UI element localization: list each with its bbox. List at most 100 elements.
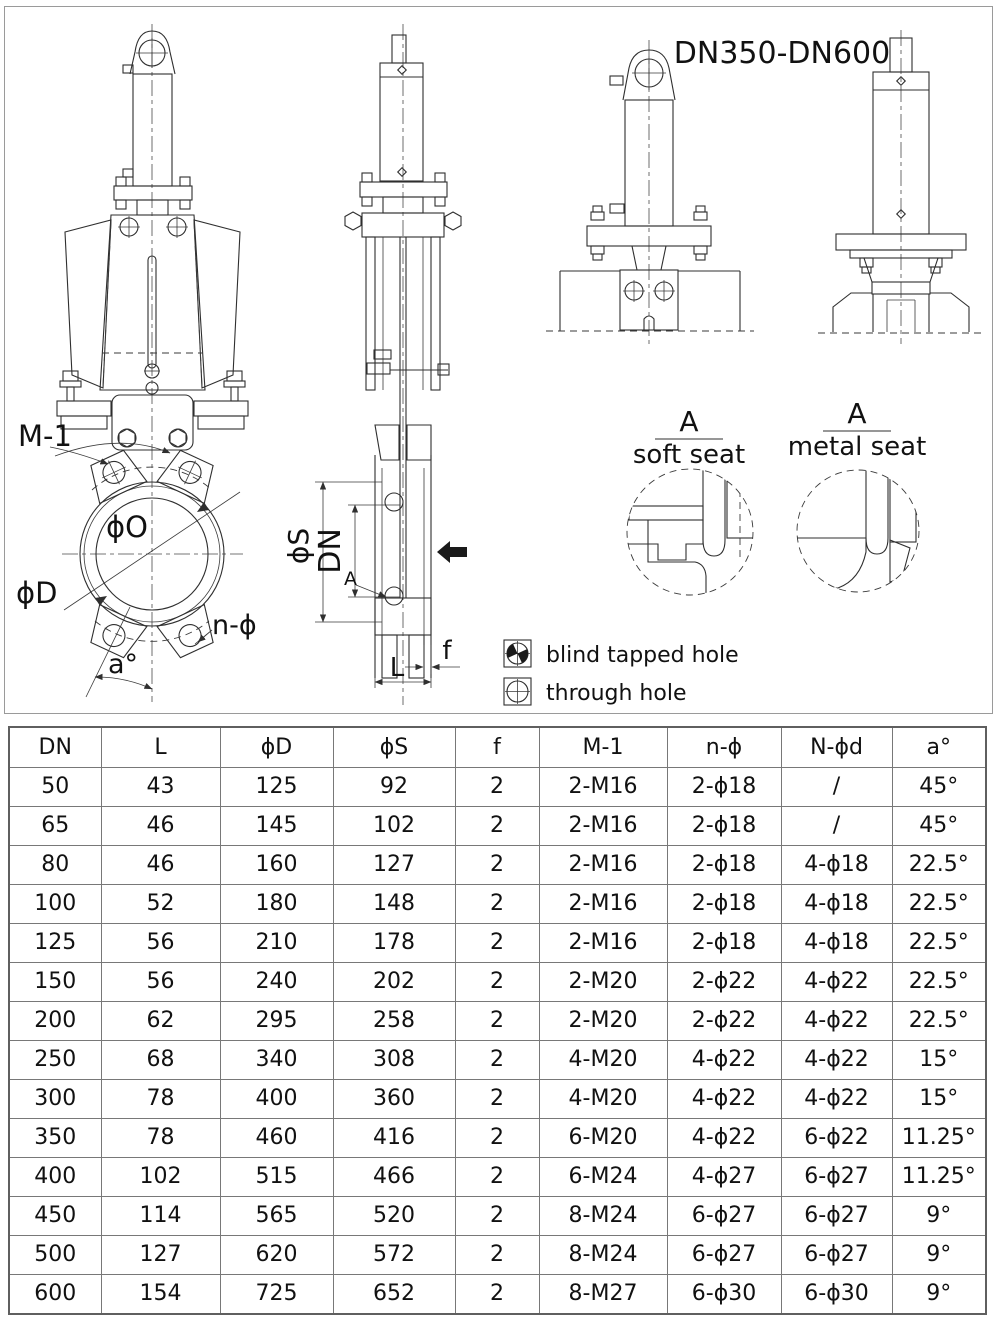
table-cell: 202 xyxy=(332,962,456,1002)
table-cell: 154 xyxy=(100,1274,221,1315)
table-cell: 4-ϕ18 xyxy=(780,923,893,963)
table-cell: 4-ϕ22 xyxy=(666,1118,782,1158)
table-cell: 460 xyxy=(219,1118,334,1158)
label-l: L xyxy=(390,653,405,683)
column-header: N-ϕd xyxy=(780,726,893,768)
side-section-view: ϕS DN A f L xyxy=(282,24,462,705)
table-cell: 2 xyxy=(454,1196,540,1236)
table-cell: 127 xyxy=(100,1235,221,1275)
table-cell: 22.5° xyxy=(891,962,987,1002)
label-angle-a: a° xyxy=(108,649,138,680)
table-cell: 127 xyxy=(332,845,456,885)
table-cell: 2-ϕ22 xyxy=(666,962,782,1002)
table-cell: 92 xyxy=(332,767,456,807)
table-cell: 620 xyxy=(219,1235,334,1275)
table-cell: 102 xyxy=(100,1157,221,1197)
table-cell: 9° xyxy=(891,1235,987,1275)
table-cell: 2 xyxy=(454,884,540,924)
table-cell: 43 xyxy=(100,767,221,807)
table-cell: 240 xyxy=(219,962,334,1002)
column-header: n-ϕ xyxy=(666,726,782,768)
side-view-dn350-600 xyxy=(818,30,984,344)
table-cell: 8-M24 xyxy=(538,1235,668,1275)
table-cell: 295 xyxy=(219,1001,334,1041)
table-cell: 6-M24 xyxy=(538,1157,668,1197)
label-n-phi: n-ϕ xyxy=(212,610,257,641)
table-cell: 22.5° xyxy=(891,923,987,963)
table-cell: 340 xyxy=(219,1040,334,1080)
table-cell: 4-ϕ18 xyxy=(780,884,893,924)
table-cell: 102 xyxy=(332,806,456,846)
table-cell: 210 xyxy=(219,923,334,963)
table-cell: 2 xyxy=(454,1274,540,1315)
blind-tapped-hole-icon xyxy=(503,639,532,668)
label-phi-o: ϕO xyxy=(106,510,148,544)
table-cell: 11.25° xyxy=(891,1157,987,1197)
table-cell: 2-ϕ22 xyxy=(666,1001,782,1041)
table-cell: 308 xyxy=(332,1040,456,1080)
table-cell: 45° xyxy=(891,767,987,807)
table-cell: 68 xyxy=(100,1040,221,1080)
table-cell: 78 xyxy=(100,1079,221,1119)
table-cell: 400 xyxy=(8,1157,102,1197)
table-cell: 178 xyxy=(332,923,456,963)
table-cell: 2 xyxy=(454,1157,540,1197)
detail-metal-seat: A metal seat xyxy=(788,397,927,593)
table-cell: 8-M24 xyxy=(538,1196,668,1236)
table-cell: 6-ϕ27 xyxy=(780,1196,893,1236)
table-cell: 6-ϕ27 xyxy=(780,1235,893,1275)
table-cell: 2-M16 xyxy=(538,923,668,963)
table-cell: 4-ϕ22 xyxy=(780,1079,893,1119)
table-cell: 114 xyxy=(100,1196,221,1236)
flow-direction-arrow xyxy=(437,541,467,563)
table-cell: 2-M16 xyxy=(538,884,668,924)
column-header: a° xyxy=(891,726,987,768)
detail-caption: soft seat xyxy=(633,440,745,470)
table-cell: 11.25° xyxy=(891,1118,987,1158)
table-cell: 572 xyxy=(332,1235,456,1275)
table-cell: 652 xyxy=(332,1274,456,1315)
table-cell: 360 xyxy=(332,1079,456,1119)
table-cell: 6-ϕ27 xyxy=(666,1235,782,1275)
table-cell: 2-ϕ18 xyxy=(666,884,782,924)
label-f: f xyxy=(442,636,452,666)
table-cell: 466 xyxy=(332,1157,456,1197)
table-cell: 2-M16 xyxy=(538,845,668,885)
table-cell: 2-M20 xyxy=(538,1001,668,1041)
table-cell: 125 xyxy=(8,923,102,963)
table-cell: 180 xyxy=(219,884,334,924)
table-cell: 2 xyxy=(454,845,540,885)
table-cell: 100 xyxy=(8,884,102,924)
table-cell: 2-M20 xyxy=(538,962,668,1002)
label-detail-a: A xyxy=(344,568,357,590)
label-dn: DN xyxy=(313,528,348,574)
table-cell: 400 xyxy=(219,1079,334,1119)
table-cell: 4-M20 xyxy=(538,1079,668,1119)
column-header: ϕS xyxy=(332,726,456,768)
label-phi-d: ϕD xyxy=(16,576,57,610)
detail-caption: metal seat xyxy=(788,432,927,462)
table-cell: 22.5° xyxy=(891,845,987,885)
table-cell: 600 xyxy=(8,1274,102,1315)
table-cell: 2-ϕ18 xyxy=(666,806,782,846)
table-cell: 6-ϕ27 xyxy=(666,1196,782,1236)
table-cell: 160 xyxy=(219,845,334,885)
table-cell: 2 xyxy=(454,1235,540,1275)
column-header: DN xyxy=(8,726,102,768)
table-cell: 6-ϕ27 xyxy=(780,1157,893,1197)
column-header: ϕD xyxy=(219,726,334,768)
table-cell: 45° xyxy=(891,806,987,846)
table-cell: 56 xyxy=(100,923,221,963)
